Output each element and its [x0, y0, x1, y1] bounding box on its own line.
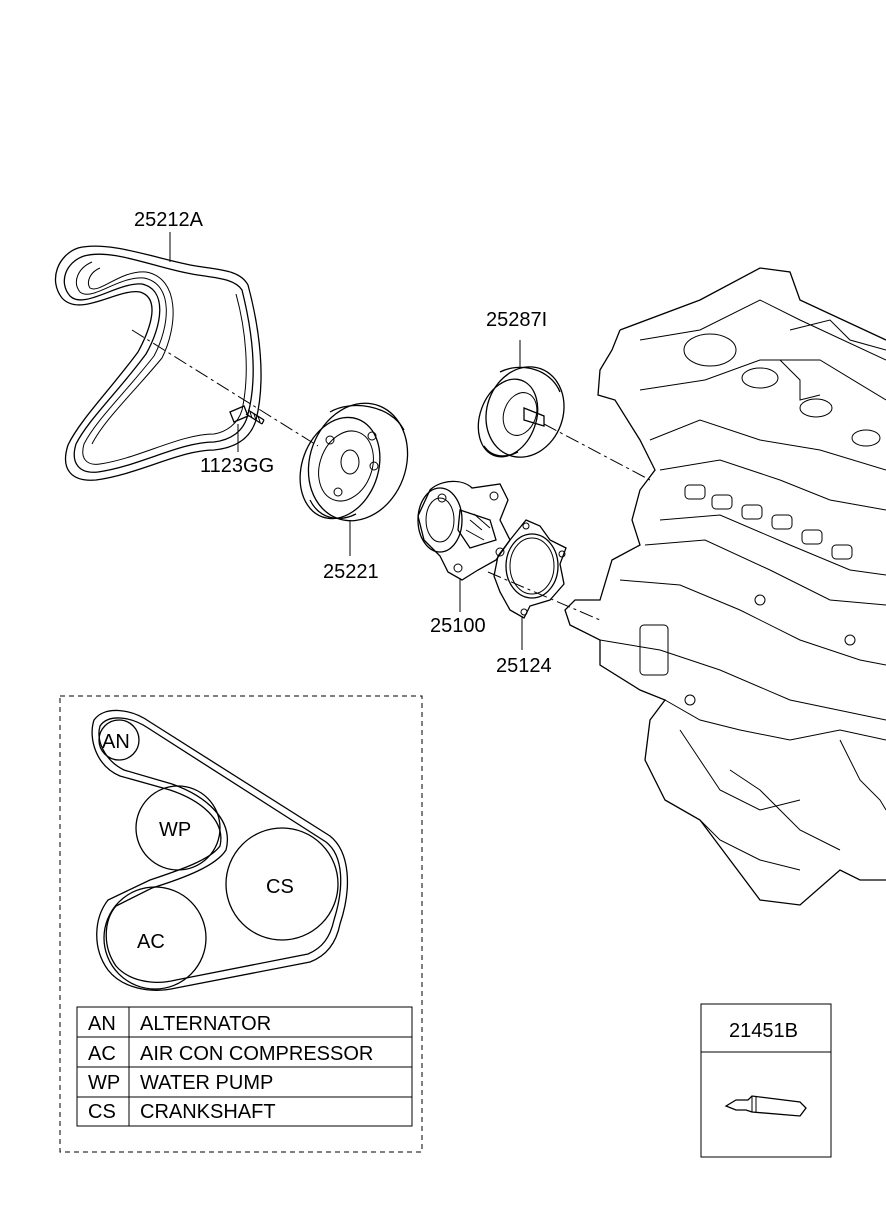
routing-diagram: AN WP CS AC: [91, 709, 349, 991]
drive-belt: [54, 245, 262, 481]
pulley-cs-label: CS: [266, 876, 294, 898]
label-25124: 25124: [496, 655, 552, 677]
pulley-an-label: AN: [102, 731, 130, 753]
pulley-ac-label: AC: [137, 931, 165, 953]
pulley-wp-label: WP: [159, 819, 191, 841]
gasket-25124: [493, 519, 567, 619]
water-pump-25100: [417, 480, 511, 581]
belt-routing-box: [59, 695, 423, 1153]
legend-code: WP: [88, 1072, 120, 1094]
tensioner-25287i: [477, 340, 565, 458]
label-25287i: 25287I: [486, 309, 547, 331]
idler-pulley-25221: [299, 402, 409, 522]
pulley-an: [98, 719, 140, 761]
legend-table: AN ALTERNATOR AC AIR CON COMPRESSOR WP W…: [76, 1006, 413, 1127]
sealant-box: 21451B: [700, 1003, 832, 1158]
bolt-1123gg: [229, 405, 265, 452]
label-25100: 25100: [430, 615, 486, 637]
pulley-ac: [103, 886, 207, 990]
legend-code: CS: [88, 1101, 116, 1123]
legend-code: AN: [88, 1013, 116, 1035]
legend-name: ALTERNATOR: [140, 1013, 271, 1035]
alignment-line-1: [131, 329, 319, 447]
label-25212a: 25212A: [134, 209, 204, 231]
alignment-line-2: [543, 423, 651, 481]
label-21451b: 21451B: [729, 1020, 798, 1042]
alignment-line-3: [487, 571, 601, 621]
legend-name: AIR CON COMPRESSOR: [140, 1043, 373, 1065]
pulley-wp: [135, 785, 221, 871]
sealant-tube-icon: [724, 1095, 807, 1117]
pulley-cs: [225, 827, 339, 941]
label-1123gg: 1123GG: [200, 455, 274, 477]
legend-name: WATER PUMP: [140, 1072, 273, 1094]
legend-name: CRANKSHAFT: [140, 1101, 276, 1123]
engine-block: [564, 267, 886, 906]
legend-code: AC: [88, 1043, 116, 1065]
label-25221: 25221: [323, 561, 379, 583]
